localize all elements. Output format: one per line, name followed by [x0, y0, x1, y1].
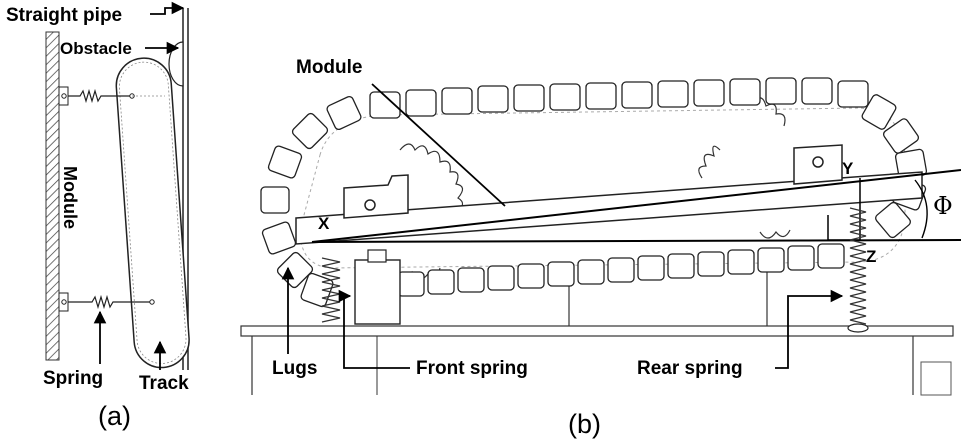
- label-lugs: Lugs: [272, 358, 317, 379]
- track-capsule: [115, 57, 190, 369]
- label-obstacle: Obstacle: [60, 39, 132, 58]
- panel-a: Straight pipe Obstacle Module Spring Tra…: [6, 1, 190, 431]
- sprocket-right: [698, 94, 791, 239]
- label-front-spring: Front spring: [416, 358, 528, 379]
- track-links-top: [369, 77, 869, 119]
- module-wall: [45, 31, 60, 361]
- base-plate: [240, 325, 954, 337]
- label-rear-spring: Rear spring: [637, 358, 743, 379]
- label-module-a: Module: [60, 166, 80, 229]
- track-links-left: [260, 95, 362, 308]
- angle-phi: Φ: [933, 192, 953, 220]
- angle-arc: [914, 179, 928, 239]
- arrow-straight-pipe: [150, 1, 185, 15]
- leader-module: [371, 83, 506, 207]
- label-straight-pipe: Straight pipe: [6, 5, 122, 26]
- label-spring: Spring: [43, 368, 103, 389]
- lower-spring: [68, 294, 152, 310]
- rear-spring: [847, 207, 869, 333]
- label-track: Track: [139, 373, 189, 394]
- point-x: X: [318, 214, 330, 233]
- caption-a: (a): [98, 401, 131, 431]
- line-xz: [311, 239, 961, 243]
- track-links-right: [861, 94, 928, 239]
- point-z: Z: [866, 247, 876, 266]
- arrow-rear-spring: [775, 289, 844, 369]
- arrow-front-spring: [338, 289, 410, 369]
- caption-b: (b): [568, 409, 601, 439]
- point-y: Y: [842, 159, 854, 178]
- line-xy: [311, 169, 961, 243]
- track-links-bottom: [397, 243, 845, 297]
- label-module-b: Module: [296, 57, 363, 78]
- front-spring: [321, 249, 401, 325]
- panel-b: Module Lugs Front spring Rear spring X Y…: [240, 57, 961, 439]
- upper-spring: [68, 88, 132, 104]
